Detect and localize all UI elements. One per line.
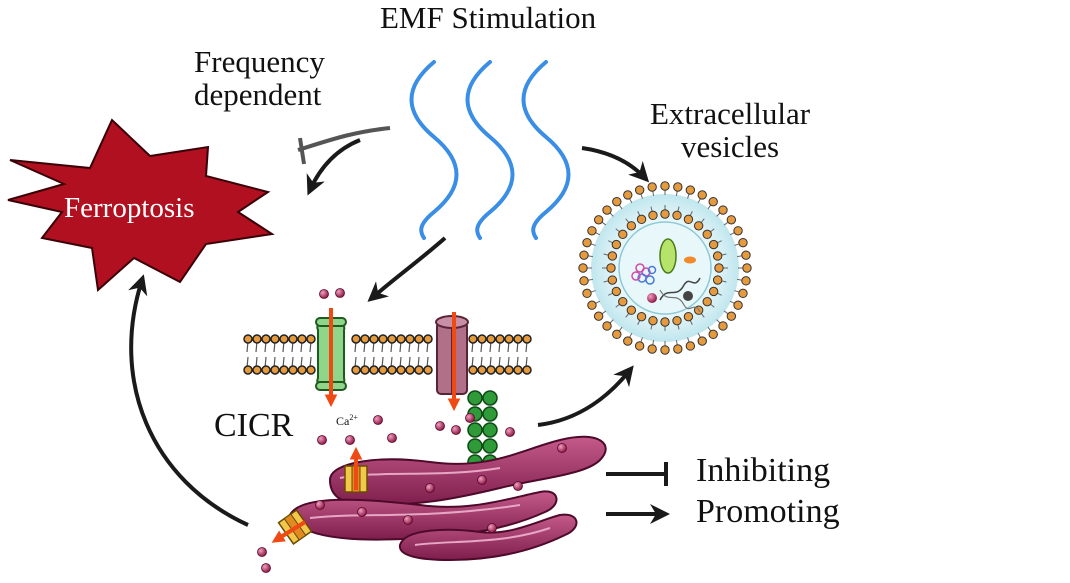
extracellular-vesicles-label: Extracellular vesicles [650, 96, 811, 164]
arrow-emf-to-vesicles [581, 146, 650, 183]
extracellular-label-line2: vesicles [680, 128, 780, 164]
emf-wave-2 [465, 60, 515, 240]
calcium-label: Ca2+ [336, 413, 358, 428]
endoplasmic-reticulum [288, 435, 607, 562]
emf-wave-1 [409, 60, 459, 240]
vesicle-dna [659, 277, 701, 301]
arrow-emf-to-membrane [367, 236, 447, 302]
vesicle-red-ion [647, 293, 657, 303]
arrow-er-to-ferroptosis [128, 274, 249, 527]
frequency-label-line1: Frequency [194, 44, 325, 79]
frequency-dependent-label: Frequency dependent [194, 44, 325, 112]
frequency-label-line2: dependent [194, 76, 322, 112]
vesicle-grey-particle [683, 291, 693, 301]
extracellular-label-line1: Extracellular [650, 96, 811, 131]
ferroptosis-label: Ferroptosis [64, 192, 195, 224]
calcium-charge: 2+ [349, 413, 358, 422]
vesicle-green-cargo [659, 238, 677, 274]
cell-membrane [243, 334, 532, 375]
extracellular-vesicle [578, 181, 752, 355]
emf-wave-3 [521, 60, 571, 240]
legend-inhibit-symbol [606, 462, 668, 486]
calcium-ions [257, 288, 567, 573]
emf-waves [409, 60, 571, 240]
legend-promoting-label: Promoting [696, 493, 840, 530]
arrow-cell-to-vesicles [537, 365, 634, 427]
cicr-label: CICR [214, 407, 294, 444]
inhibit-connector [297, 126, 391, 165]
arrow-emf-to-ferroptosis [306, 138, 361, 196]
legend-inhibiting-label: Inhibiting [696, 452, 831, 489]
vesicle-protein-cluster [631, 263, 657, 285]
calcium-flux-arrows [271, 308, 461, 543]
diagram-title: EMF Stimulation [380, 0, 597, 35]
calcium-symbol: Ca [336, 414, 350, 428]
vesicle-orange-cargo [684, 256, 696, 264]
ferroptosis-burst [7, 118, 275, 292]
